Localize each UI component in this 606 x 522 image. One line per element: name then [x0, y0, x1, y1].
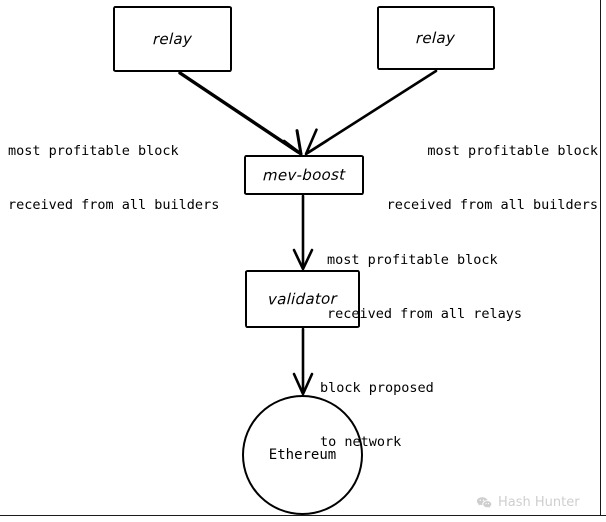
node-relay-right[interactable]: relay	[377, 6, 495, 70]
node-relay-left-label: relay	[152, 29, 193, 49]
annotation-relays-middle: most profitable block received from all …	[327, 215, 522, 359]
arrow-mev-boost-to-validator	[292, 194, 314, 271]
annotation-block-proposed: block proposed to network	[320, 343, 434, 487]
annotation-block-proposed-line1: block proposed	[320, 380, 434, 396]
annotation-relays-middle-line1: most profitable block	[327, 252, 498, 268]
annotation-builders-right: most profitable block received from all …	[368, 106, 598, 250]
node-ethereum[interactable]: Ethereum	[242, 395, 363, 515]
frame-bottom-border	[0, 515, 606, 517]
annotation-builders-right-line1: most profitable block	[427, 143, 598, 159]
node-validator[interactable]: validator	[245, 270, 360, 328]
annotation-block-proposed-line2: to network	[320, 434, 402, 450]
annotation-builders-left-line2: received from all builders	[8, 197, 220, 213]
node-mev-boost-label: mev-boost	[262, 165, 346, 185]
frame-right-border	[600, 0, 602, 516]
annotation-relays-middle-line2: received from all relays	[327, 306, 523, 322]
annotation-builders-left-line1: most profitable block	[8, 143, 179, 159]
arrow-validator-to-ethereum	[292, 327, 314, 396]
wechat-icon	[476, 496, 492, 508]
node-ethereum-label: Ethereum	[268, 447, 337, 463]
node-relay-right-label: relay	[416, 28, 456, 48]
node-relay-left[interactable]: relay	[113, 6, 232, 72]
watermark-text: Hash Hunter	[498, 495, 580, 510]
watermark: Hash Hunter	[476, 495, 580, 510]
annotation-builders-left: most profitable block received from all …	[8, 106, 219, 250]
annotation-builders-right-line2: received from all builders	[386, 197, 598, 213]
node-mev-boost[interactable]: mev-boost	[244, 155, 364, 195]
